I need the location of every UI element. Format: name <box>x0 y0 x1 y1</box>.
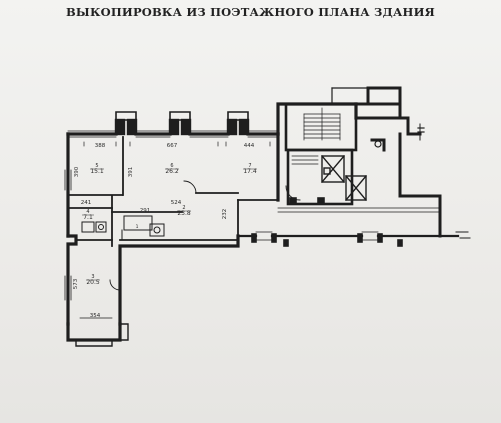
room-4-number: 4 <box>86 209 89 215</box>
right-wing-walls <box>354 86 442 238</box>
dim-291: 291 <box>140 208 151 214</box>
room-2-area: 23.8 <box>177 210 191 217</box>
room-5-number: 5 <box>95 163 98 169</box>
dim-388: 388 <box>95 143 106 149</box>
fixtures <box>81 215 165 241</box>
top-windows <box>67 130 279 138</box>
pilasters <box>114 118 250 136</box>
stair-treads <box>303 107 341 141</box>
door-swings <box>109 180 301 291</box>
dim-444: 444 <box>244 143 255 149</box>
room-5-area: 15.1 <box>90 168 104 175</box>
dim-390: 390 <box>74 166 80 177</box>
room-3-area: 20.5 <box>86 279 100 286</box>
interior-walls <box>67 136 279 247</box>
elevator <box>321 155 367 201</box>
room-3-number: 3 <box>91 274 94 280</box>
room-7-number: 7 <box>248 163 251 169</box>
room-4-area: 7.1 <box>83 214 93 221</box>
dim-573: 573 <box>73 278 79 289</box>
dim-667: 667 <box>167 143 178 149</box>
dim-241: 241 <box>81 200 92 206</box>
document-title: ВЫКОПИРОВКА ИЗ ПОЭТАЖНОГО ПЛАНА ЗДАНИЯ <box>66 5 435 19</box>
dim-232: 232 <box>222 209 228 220</box>
room-6-number: 6 <box>170 163 173 169</box>
dim-524: 524 <box>171 200 182 206</box>
room-7-area: 17.4 <box>243 168 257 175</box>
dim-354: 354 <box>90 313 101 319</box>
room-6-area: 26.2 <box>165 168 179 175</box>
room-1-number: 1 <box>136 224 139 230</box>
room-2-number: 2 <box>182 205 185 211</box>
dim-391: 391 <box>128 167 134 178</box>
